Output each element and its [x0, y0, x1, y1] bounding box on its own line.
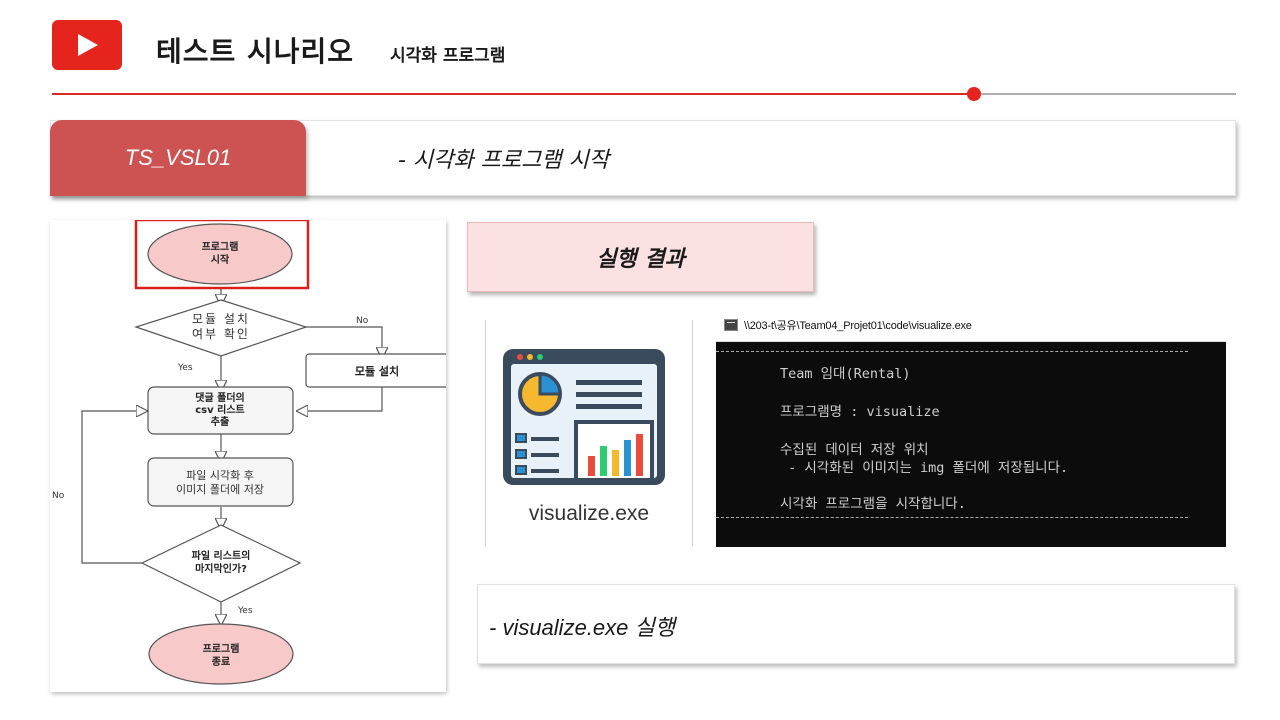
- console-line: 수집된 데이터 저장 위치: [780, 442, 929, 458]
- flow-arrow: [306, 326, 382, 353]
- page-subtitle: 시각화 프로그램: [390, 46, 506, 66]
- flow-no-label: No: [356, 316, 369, 326]
- flow-start-node: [147, 223, 293, 285]
- flow-visualize-node: [147, 457, 294, 507]
- header-divider-rest: [974, 93, 1236, 95]
- console-separator: [716, 351, 1188, 352]
- scenario-description: - 시각화 프로그램 시작: [398, 148, 610, 173]
- flow-extract-node: [147, 386, 294, 435]
- flow-extract-label: 댓글 폴더의: [195, 391, 244, 404]
- flow-start-label: 시작: [211, 253, 230, 266]
- flow-end-label: 프로그램: [203, 643, 240, 655]
- console-line: Team 임대(Rental): [780, 366, 911, 382]
- divider: [485, 320, 486, 546]
- console-window[interactable]: \\203-t\공유\Team04_Projet01\code\visualiz…: [716, 308, 1226, 547]
- highlight-box: [134, 218, 310, 290]
- console-app-icon: [724, 318, 738, 331]
- divider: [692, 320, 693, 546]
- flow-decision-label: 파일 리스트의: [192, 549, 251, 562]
- console-line: 시각화 프로그램을 시작합니다.: [780, 496, 966, 512]
- flow-arrow: [81, 411, 142, 564]
- result-caption: - visualize.exe 실행: [489, 615, 675, 640]
- flow-yes-label: Yes: [177, 363, 193, 373]
- play-icon: [78, 34, 98, 56]
- scenario-id-badge: TS_VSL01: [50, 120, 306, 196]
- flow-start-label: 프로그램: [202, 241, 239, 253]
- flow-decision-label: 모듈 설치: [192, 312, 250, 326]
- flow-extract-label: 추출: [211, 415, 229, 428]
- console-window-title: \\203-t\공유\Team04_Projet01\code\visualiz…: [744, 319, 972, 332]
- header-divider-progress: [52, 93, 974, 95]
- flow-decision-module: [134, 299, 308, 357]
- console-titlebar[interactable]: \\203-t\공유\Team04_Projet01\code\visualiz…: [716, 308, 1226, 342]
- flow-decision-last: [140, 524, 302, 603]
- brand-logo: [52, 20, 122, 70]
- flow-visualize-label: 이미지 폴더에 저장: [176, 483, 264, 496]
- flow-install-label: 모듈 설치: [355, 364, 399, 378]
- caption-box: [477, 584, 1235, 664]
- result-header: 실행 결과: [467, 222, 814, 292]
- progress-marker: [967, 87, 981, 101]
- flow-end-node: [148, 623, 294, 685]
- flowchart-panel: 프로그램 시작 모듈 설치 여부 확인 No Yes 모듈 설치 댓글 폴더의 …: [50, 218, 449, 692]
- dashboard-chart-icon[interactable]: [500, 346, 668, 488]
- flow-extract-label: csv 리스트: [195, 403, 244, 416]
- flow-decision-label: 마지막인가?: [195, 562, 247, 575]
- console-separator: [716, 517, 1188, 518]
- flowchart-diagram: 프로그램 시작 모듈 설치 여부 확인 No Yes 모듈 설치 댓글 폴더의 …: [52, 218, 449, 685]
- flow-no-label: No: [52, 491, 65, 501]
- flow-yes-label: Yes: [237, 606, 253, 616]
- flow-decision-label: 여부 확인: [192, 327, 250, 341]
- exe-file-label[interactable]: visualize.exe: [528, 502, 650, 525]
- flow-arrow: [302, 387, 383, 411]
- console-line: 프로그램명 : visualize: [780, 404, 940, 420]
- console-output: Team 임대(Rental) 프로그램명 : visualize 수집된 데이…: [716, 342, 1226, 547]
- console-line: - 시각화된 이미지는 img 폴더에 저장됩니다.: [780, 460, 1069, 476]
- flow-end-label: 종료: [212, 656, 230, 668]
- page-title: 테스트 시나리오: [156, 35, 355, 68]
- flow-visualize-label: 파일 시각화 후: [186, 468, 254, 482]
